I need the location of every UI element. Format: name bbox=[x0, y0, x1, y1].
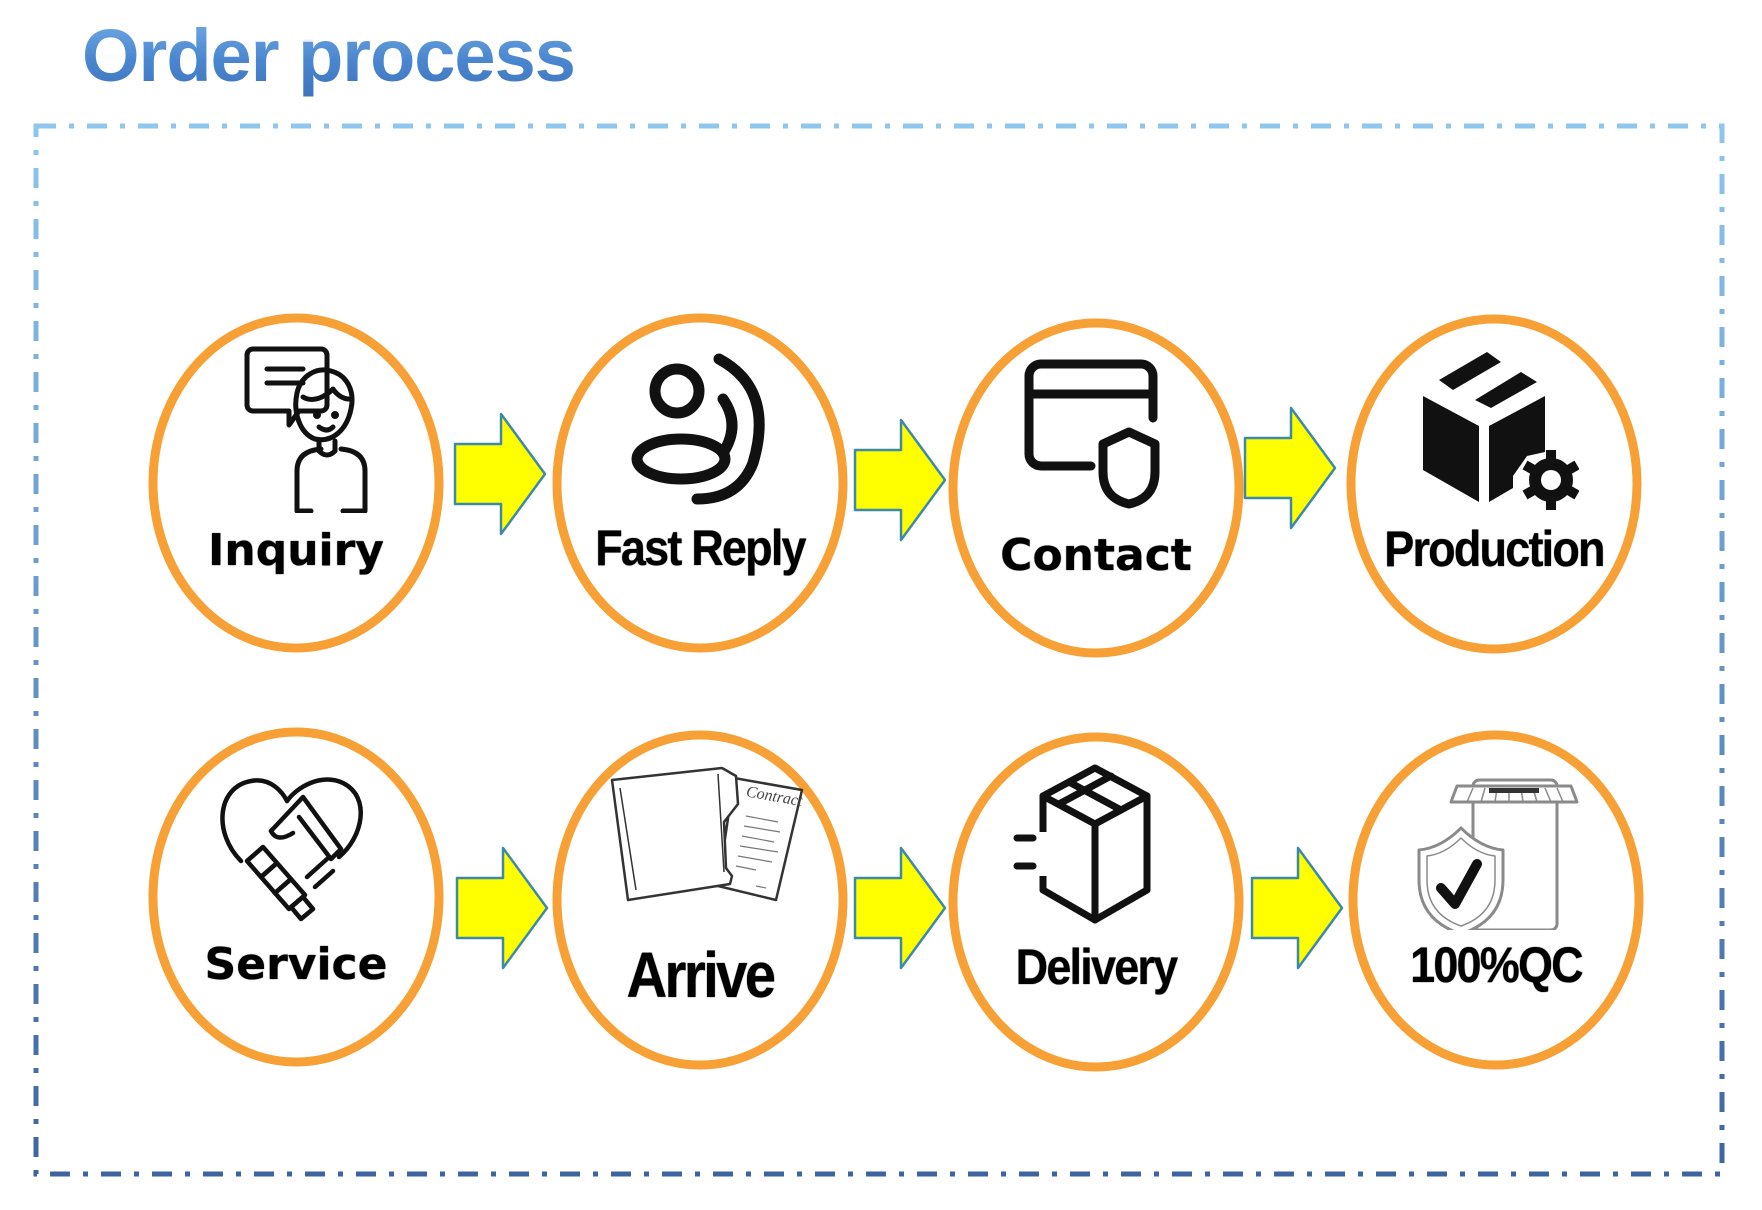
step-label: Production bbox=[1384, 521, 1605, 577]
step-service: Service bbox=[148, 727, 444, 1067]
right-arrow-icon bbox=[853, 846, 947, 970]
contract-card-shield-icon bbox=[1024, 359, 1160, 509]
customer-inquiry-icon bbox=[244, 346, 368, 513]
right-arrow-icon bbox=[1243, 406, 1337, 530]
right-arrow-icon bbox=[455, 846, 549, 970]
step-label: Delivery bbox=[1015, 939, 1179, 995]
quality-shield-check-icon bbox=[1417, 778, 1579, 930]
step-label: Contact bbox=[1000, 530, 1192, 581]
title-block: Order process Order process bbox=[82, 8, 642, 122]
step-contact: Contact bbox=[948, 318, 1244, 658]
right-arrow-icon bbox=[1250, 846, 1344, 970]
delivery-box-icon bbox=[1013, 764, 1151, 924]
step-ring bbox=[552, 313, 848, 653]
step-delivery: Delivery bbox=[948, 732, 1244, 1072]
folder-contract-icon: Contract bbox=[610, 766, 804, 902]
step-arrive: Contract Arrive bbox=[552, 730, 848, 1070]
fast-reply-icon bbox=[631, 353, 765, 505]
step-quality-control: 100%QC bbox=[1348, 730, 1644, 1070]
step-label: Arrive bbox=[626, 939, 777, 1011]
step-label: Fast Reply bbox=[595, 520, 806, 576]
box-gear-icon bbox=[1423, 352, 1579, 510]
right-arrow-icon bbox=[853, 418, 947, 542]
step-label: 100%QC bbox=[1410, 937, 1584, 993]
page-title: Order process bbox=[82, 8, 576, 104]
step-fast-reply: Fast Reply bbox=[552, 313, 848, 653]
right-arrow-icon bbox=[453, 412, 547, 536]
step-inquiry: Inquiry bbox=[148, 313, 444, 653]
step-label: Service bbox=[204, 939, 388, 990]
handshake-heart-icon bbox=[220, 777, 363, 922]
step-production: Production bbox=[1346, 314, 1642, 654]
step-label: Inquiry bbox=[208, 525, 384, 576]
